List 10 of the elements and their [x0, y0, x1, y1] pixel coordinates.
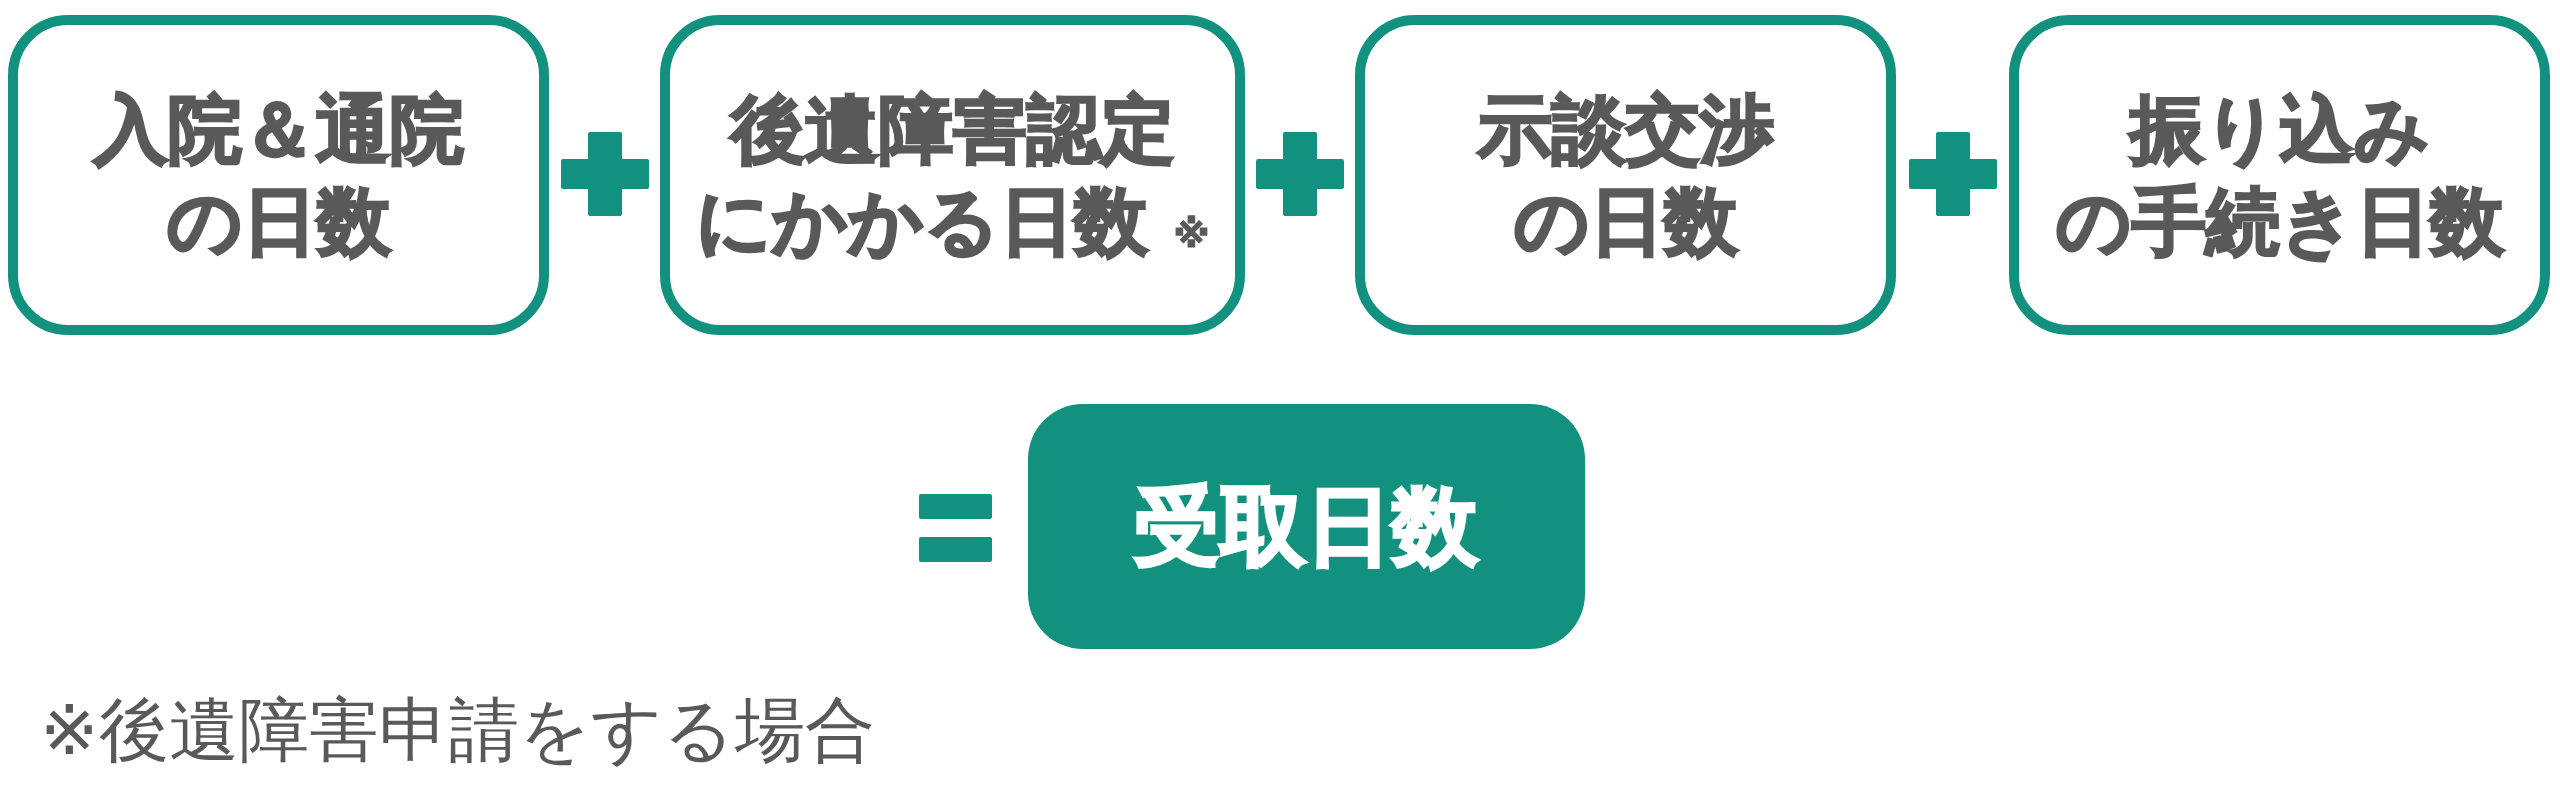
result-box: [1028, 404, 1585, 649]
result-text: 受取日数: [1133, 474, 1480, 578]
footnote-text: ※後遺障害申請をする場合: [40, 688, 875, 772]
step-box: [660, 15, 1245, 335]
step-text: 示談交渉の日数: [1476, 84, 1775, 266]
step-box: [2009, 15, 2550, 335]
step-text: 振り込みの手続き日数: [2054, 84, 2505, 266]
step-box: [1355, 15, 1896, 335]
step-text: 入院＆通院の日数: [92, 84, 465, 266]
step-box: [8, 15, 549, 335]
